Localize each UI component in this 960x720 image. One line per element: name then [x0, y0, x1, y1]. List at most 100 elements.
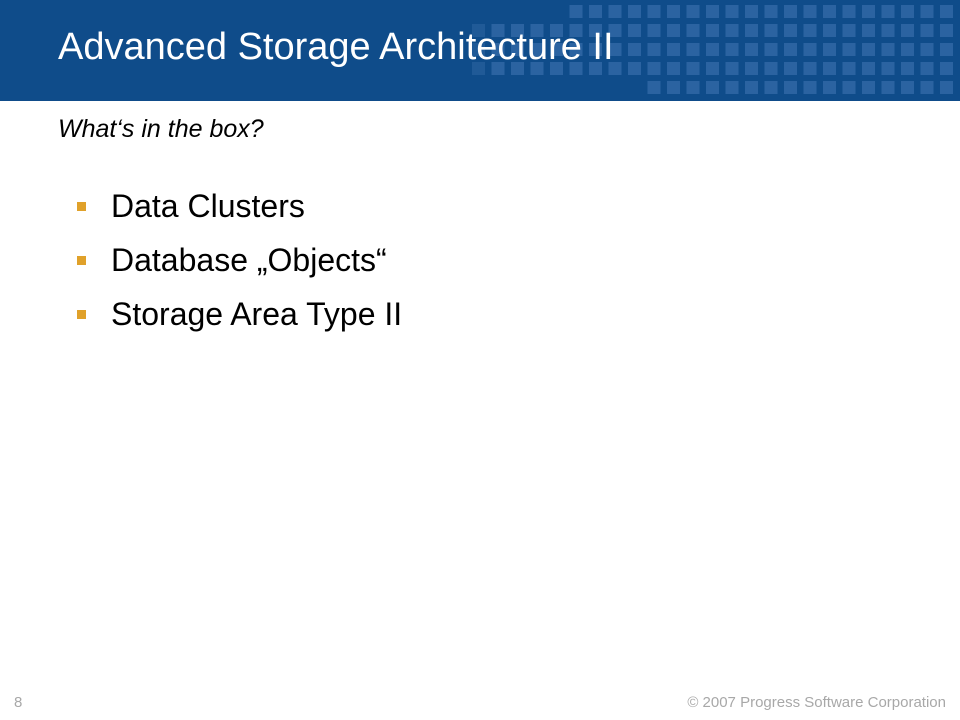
header-pattern-square [706, 43, 719, 56]
bullet-text: Data Clusters [111, 188, 305, 224]
header-pattern-square [940, 62, 953, 75]
header-pattern-square [784, 24, 797, 37]
square-bullet-icon [77, 309, 86, 319]
header-pattern-square [647, 43, 661, 56]
header-pattern-square [823, 62, 836, 75]
slide-title: Advanced Storage Architecture II [58, 26, 614, 68]
header-pattern-square [745, 5, 758, 18]
header-pattern-square [764, 62, 778, 75]
header-pattern-square [842, 62, 856, 75]
header-pattern-square [686, 62, 700, 75]
slide-page-number: 8 [14, 694, 23, 711]
header-pattern-square [491, 43, 505, 56]
header-pattern-square [920, 43, 934, 56]
header-pattern-square [803, 43, 817, 56]
header-pattern-square [569, 43, 583, 56]
square-bullet-icon [77, 201, 86, 211]
header-pattern-square [511, 43, 524, 56]
header-pattern-square [647, 24, 661, 37]
header-pattern-square [940, 43, 953, 56]
header-pattern-square [491, 24, 505, 37]
header-pattern-square [511, 62, 524, 75]
header-pattern-square [472, 43, 485, 56]
header-pattern-square [647, 5, 661, 18]
header-pattern-square [764, 81, 778, 94]
slide-subtitle: What‘s in the box? [58, 115, 264, 143]
header-pattern-square [764, 24, 778, 37]
header-pattern-square [862, 81, 875, 94]
header-pattern-square [589, 5, 602, 18]
header-pattern-square [530, 43, 544, 56]
header-pattern-square [667, 43, 680, 56]
header-pattern-square [823, 5, 836, 18]
header-pattern-square [862, 62, 875, 75]
header-pattern-square [745, 81, 758, 94]
header-pattern-square [862, 5, 875, 18]
header-pattern-square [823, 43, 836, 56]
header-pattern-square [803, 24, 817, 37]
header-pattern-square [881, 5, 895, 18]
header-pattern-square [686, 43, 700, 56]
header-pattern-square [725, 81, 739, 94]
header-pattern-square [491, 62, 505, 75]
header-pattern-square [628, 5, 641, 18]
header-pattern-square [608, 5, 622, 18]
header-pattern-square [745, 62, 758, 75]
header-pattern-square [881, 24, 895, 37]
header-pattern-square [784, 5, 797, 18]
header-pattern-square [842, 81, 856, 94]
header-pattern-square [647, 62, 661, 75]
header-pattern-square [628, 24, 641, 37]
header-pattern-square [589, 43, 602, 56]
header-pattern-square [511, 24, 524, 37]
header-pattern-square [550, 62, 563, 75]
header-pattern-square [686, 81, 700, 94]
header-pattern-square [764, 43, 778, 56]
header-pattern-square [862, 43, 875, 56]
square-bullet-icon [77, 255, 86, 265]
header-pattern-square [550, 43, 563, 56]
header-pattern-square [881, 43, 895, 56]
header-pattern-square [706, 5, 719, 18]
header-pattern-square [706, 62, 719, 75]
header-pattern-square [901, 24, 914, 37]
bullet-list: Data Clusters Database „Objects“ Storage… [77, 179, 402, 341]
header-pattern-square [569, 62, 583, 75]
header-pattern-square [901, 81, 914, 94]
header-pattern-square [803, 62, 817, 75]
header-pattern-square [764, 5, 778, 18]
header-pattern-square [920, 24, 934, 37]
header-pattern-square [940, 24, 953, 37]
header-pattern-square [608, 62, 622, 75]
header-pattern-square [862, 24, 875, 37]
header-pattern-square [725, 5, 739, 18]
header-pattern-square [745, 24, 758, 37]
header-pattern-square [589, 24, 602, 37]
header-pattern-square [647, 81, 661, 94]
header-pattern-square [920, 5, 934, 18]
header-pattern-square [667, 81, 680, 94]
header-pattern-square [881, 62, 895, 75]
bullet-item-database-objects: Database „Objects“ [77, 233, 402, 287]
header-pattern-square [803, 81, 817, 94]
header-pattern-square [940, 81, 953, 94]
header-pattern-square [842, 24, 856, 37]
header-pattern-square [608, 24, 622, 37]
header-pattern-square [530, 24, 544, 37]
header-pattern-square [784, 43, 797, 56]
header-pattern-square [920, 62, 934, 75]
header-pattern-square [725, 62, 739, 75]
header-pattern-square [706, 81, 719, 94]
header-pattern-square [608, 43, 622, 56]
decorative-square-grid [472, 5, 953, 94]
header-pattern-square [823, 24, 836, 37]
header-pattern-square [550, 24, 563, 37]
header-pattern-square [686, 5, 700, 18]
bullet-text: Database „Objects“ [111, 242, 387, 278]
header-pattern-square [589, 62, 602, 75]
copyright-notice: © 2007 Progress Software Corporation [687, 694, 946, 711]
header-pattern-square [940, 5, 953, 18]
header-pattern-square [667, 24, 680, 37]
header-pattern-square [686, 24, 700, 37]
